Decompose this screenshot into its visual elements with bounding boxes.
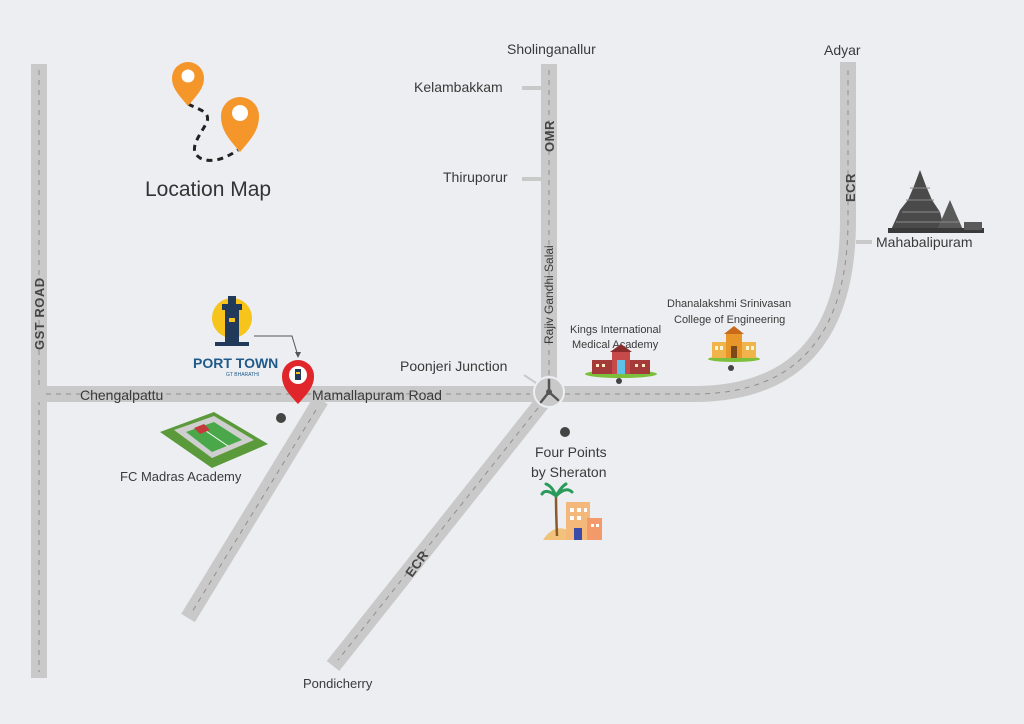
mamallapuram-road-label: Mamallapuram Road — [312, 387, 442, 403]
kelambakkam-label: Kelambakkam — [414, 79, 503, 95]
temple-icon — [888, 170, 984, 233]
dhanalakshmi-label-1: Dhanalakshmi Srinivasan — [667, 298, 791, 310]
map-title: Location Map — [145, 178, 271, 201]
four-points-label-2: by Sheraton — [531, 464, 607, 480]
chengalpattu-label: Chengalpattu — [80, 387, 163, 403]
omr-label: OMR — [542, 120, 557, 152]
brand-sub: GT BHARATHI — [226, 372, 259, 378]
route-pins-icon — [172, 62, 259, 162]
project-pin-icon — [282, 360, 314, 404]
gst-road-label: GST ROAD — [32, 277, 47, 350]
ecr-north-label: ECR — [843, 173, 858, 202]
stadium-icon — [160, 412, 268, 468]
roads — [31, 62, 872, 678]
kings-label-1: Kings International — [570, 324, 661, 336]
four-points-dot — [560, 427, 570, 437]
brand-name: PORT TOWN — [193, 355, 278, 371]
pondicherry-label: Pondicherry — [303, 676, 373, 691]
dhanalakshmi-label-2: College of Engineering — [674, 314, 785, 326]
sholinganallur-label: Sholinganallur — [507, 41, 596, 57]
kings-label-2: Medical Academy — [572, 339, 659, 351]
lighthouse-logo-icon — [212, 296, 252, 346]
roundabout-icon — [533, 376, 565, 408]
resort-icon — [540, 482, 602, 540]
poonjeri-label: Poonjeri Junction — [400, 358, 507, 374]
college-icon — [708, 326, 760, 362]
fc-madras-dot — [276, 413, 286, 423]
adyar-label: Adyar — [824, 42, 861, 58]
mahabalipuram-label: Mahabalipuram — [876, 234, 973, 250]
hospital-icon — [585, 344, 657, 378]
dhanalakshmi-dot — [728, 365, 734, 371]
fc-madras-label: FC Madras Academy — [120, 469, 242, 484]
omr-full-label: Rajiv Gandhi Salai — [542, 245, 556, 344]
kings-dot — [616, 378, 622, 384]
thiruporur-label: Thiruporur — [443, 169, 508, 185]
four-points-label-1: Four Points — [535, 444, 607, 460]
ecr-north-road — [549, 62, 856, 402]
